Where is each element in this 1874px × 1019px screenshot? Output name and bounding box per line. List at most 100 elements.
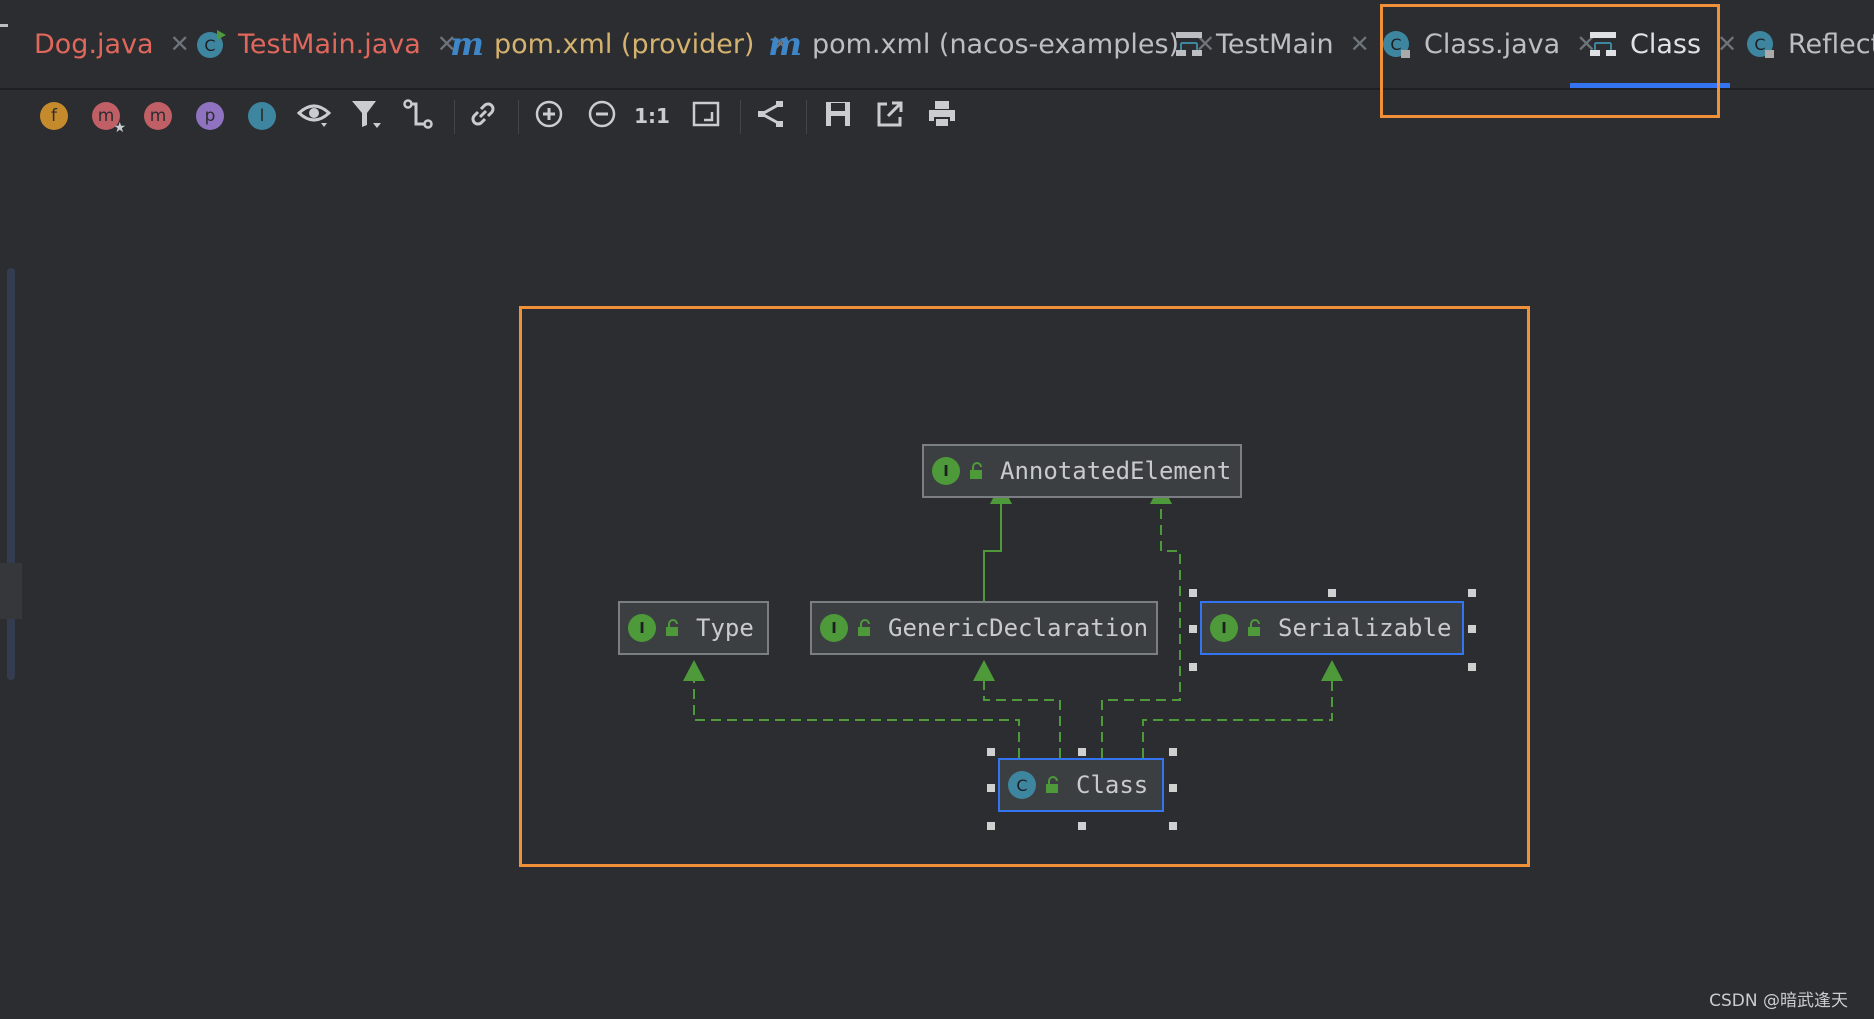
node-type[interactable]: I Type <box>618 601 769 655</box>
vertical-scrollbar[interactable] <box>7 268 15 680</box>
tab-pom-provider[interactable]: m pom.xml (provider) ✕ <box>450 0 791 88</box>
show-dependencies-button[interactable] <box>400 98 436 134</box>
show-inner-classes-button[interactable]: I <box>244 98 280 134</box>
tab-label: pom.xml (provider) <box>494 28 755 60</box>
show-edges-button[interactable] <box>465 98 501 134</box>
locked-class-icon: C <box>1744 27 1778 61</box>
fit-content-button[interactable] <box>688 98 724 134</box>
tab-class-diagram[interactable]: Class ✕ <box>1586 0 1737 88</box>
actual-size-label: 1:1 <box>634 104 670 128</box>
arrow-head <box>683 660 705 681</box>
node-label: Type <box>696 614 754 642</box>
toolbar-separator <box>740 100 741 134</box>
tab-pom-nacos-examples[interactable]: m pom.xml (nacos-examples) ✕ <box>768 0 1215 88</box>
selection-handle[interactable] <box>987 784 995 792</box>
visibility-button[interactable] <box>296 98 332 134</box>
svg-text:C: C <box>1754 35 1765 54</box>
show-constructors-button[interactable]: m ★ <box>88 98 126 136</box>
export-diagram-button[interactable] <box>872 98 908 134</box>
node-label: Class <box>1076 771 1149 799</box>
close-icon[interactable]: ✕ <box>169 30 190 58</box>
show-fields-button[interactable]: f <box>36 98 72 134</box>
diagram-highlight-box <box>519 306 1530 867</box>
public-access-icon <box>666 619 678 636</box>
close-icon[interactable]: ✕ <box>1349 30 1370 58</box>
arrow-head <box>973 660 995 681</box>
locked-class-icon: C <box>1380 27 1414 61</box>
filter-button[interactable] <box>348 98 384 134</box>
tab-label: Dog.java <box>34 28 154 60</box>
tab-label: Reflectio <box>1788 28 1874 60</box>
tab-reflection[interactable]: C Reflectio <box>1744 0 1874 88</box>
public-access-icon <box>1046 776 1058 793</box>
tab-dog-java[interactable]: Dog.java ✕ <box>34 0 190 88</box>
interface-icon: I <box>820 614 848 642</box>
runnable-class-icon: C <box>194 27 228 61</box>
scroll-thumb[interactable] <box>0 563 22 619</box>
route-icon <box>402 98 434 134</box>
layout-tree-icon <box>754 98 786 134</box>
interface-icon: I <box>1210 614 1238 642</box>
close-icon[interactable]: ✕ <box>436 30 457 58</box>
node-class[interactable]: C Class <box>998 758 1164 812</box>
interface-icon: I <box>628 614 656 642</box>
selection-handle[interactable] <box>987 748 995 756</box>
node-generic-declaration[interactable]: I GenericDeclaration <box>810 601 1158 655</box>
selection-handle[interactable] <box>1078 748 1086 756</box>
diagram-icon <box>1172 27 1206 61</box>
tab-label: pom.xml (nacos-examples) <box>812 28 1180 60</box>
selection-handle[interactable] <box>1468 625 1476 633</box>
interface-icon: I <box>932 457 960 485</box>
edge-class-to-annotated <box>1101 504 1181 758</box>
svg-text:C: C <box>1390 35 1401 54</box>
close-icon[interactable]: ✕ <box>1717 30 1738 58</box>
svg-text:C: C <box>204 36 215 55</box>
selection-handle[interactable] <box>1169 784 1177 792</box>
filter-icon <box>349 97 383 135</box>
maven-icon: m <box>450 25 484 63</box>
show-inner-classes-icon: I <box>248 102 276 130</box>
show-constructors-icon: m ★ <box>92 102 126 136</box>
layout-button[interactable] <box>752 98 788 134</box>
actual-size-button[interactable]: 1:1 <box>634 98 670 134</box>
zoom-out-button[interactable] <box>584 98 620 134</box>
selection-handle[interactable] <box>1189 589 1197 597</box>
class-icon: C <box>1008 771 1036 799</box>
toolbar-separator <box>806 100 807 134</box>
zoom-in-button[interactable] <box>531 98 567 134</box>
show-properties-button[interactable]: p <box>192 98 228 134</box>
public-access-icon <box>858 619 870 636</box>
node-annotated-element[interactable]: I AnnotatedElement <box>922 444 1242 498</box>
zoom-in-icon <box>533 98 565 134</box>
tab-label: TestMain <box>1216 28 1334 60</box>
selection-handle[interactable] <box>1189 625 1197 633</box>
diagram-icon <box>1586 27 1620 61</box>
print-button[interactable] <box>924 98 960 134</box>
save-diagram-button[interactable] <box>820 98 856 134</box>
selection-handle[interactable] <box>1189 663 1197 671</box>
maven-icon: m <box>768 25 802 63</box>
edge-class-to-serializable <box>1142 680 1333 758</box>
selection-handle[interactable] <box>1468 663 1476 671</box>
close-icon[interactable]: ✕ <box>770 30 791 58</box>
selection-handle[interactable] <box>1468 589 1476 597</box>
selection-handle[interactable] <box>987 822 995 830</box>
eye-icon <box>296 99 332 133</box>
active-tab-indicator <box>1570 83 1730 88</box>
edge-class-to-type <box>693 680 1020 758</box>
tab-testmain-java[interactable]: C TestMain.java ✕ <box>194 0 457 88</box>
zoom-out-icon <box>586 98 618 134</box>
selection-handle[interactable] <box>1169 822 1177 830</box>
export-icon <box>875 99 905 133</box>
selection-handle[interactable] <box>1078 822 1086 830</box>
node-serializable[interactable]: I Serializable <box>1200 601 1464 655</box>
tab-bar-edge-marker <box>0 24 8 27</box>
show-methods-button[interactable]: m <box>140 98 176 134</box>
selection-handle[interactable] <box>1328 589 1336 597</box>
node-label: GenericDeclaration <box>888 614 1149 642</box>
tab-testmain-diagram[interactable]: TestMain ✕ <box>1172 0 1370 88</box>
selection-handle[interactable] <box>1169 748 1177 756</box>
tab-label: Class <box>1630 28 1702 60</box>
tab-highlight-box <box>1380 4 1720 118</box>
toolbar-separator <box>454 100 455 134</box>
